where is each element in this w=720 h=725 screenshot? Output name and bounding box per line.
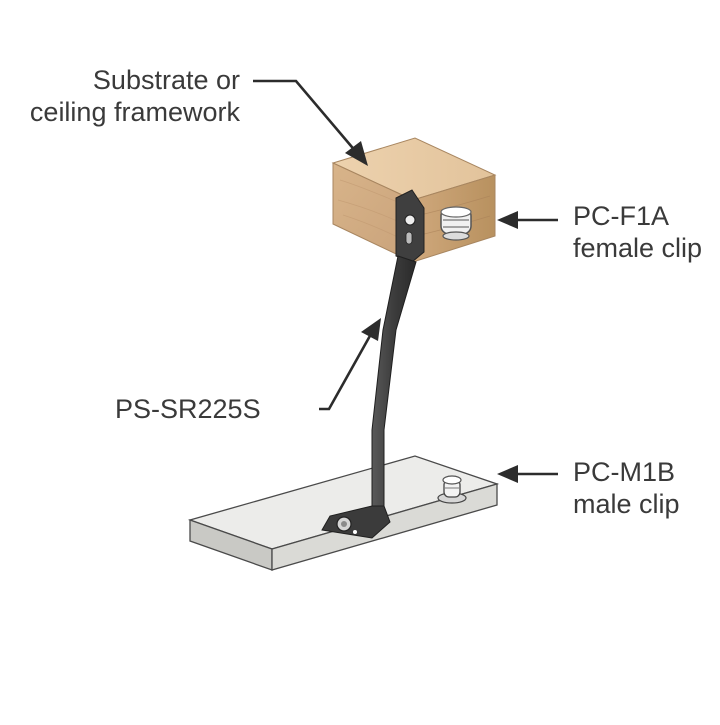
substrate-label-line2: ceiling framework: [29, 97, 240, 127]
rod-leader-arrow: [319, 318, 381, 411]
suspension-rod: [321, 189, 425, 539]
male-clip: [437, 475, 467, 504]
rod-label: PS-SR225S: [115, 393, 261, 425]
female-clip-label-line2: female clip: [573, 233, 703, 263]
male-clip-label: PC-M1B male clip: [573, 456, 680, 520]
female-clip-label: PC-F1A female clip: [573, 200, 702, 264]
female-clip-leader-arrow: [497, 211, 558, 229]
male-clip-label-line2: male clip: [573, 489, 680, 519]
rod-label-line1: PS-SR225S: [115, 394, 261, 424]
leader-lines: [253, 79, 558, 483]
substrate-leader-arrow: [253, 79, 368, 166]
substrate-label-line1: Substrate or: [92, 65, 240, 95]
female-clip-label-line1: PC-F1A: [573, 201, 670, 231]
substrate-label: Substrate or ceiling framework: [30, 64, 240, 128]
female-clip: [440, 206, 472, 241]
male-clip-leader-arrow: [497, 465, 558, 483]
male-clip-label-line1: PC-M1B: [573, 457, 676, 487]
